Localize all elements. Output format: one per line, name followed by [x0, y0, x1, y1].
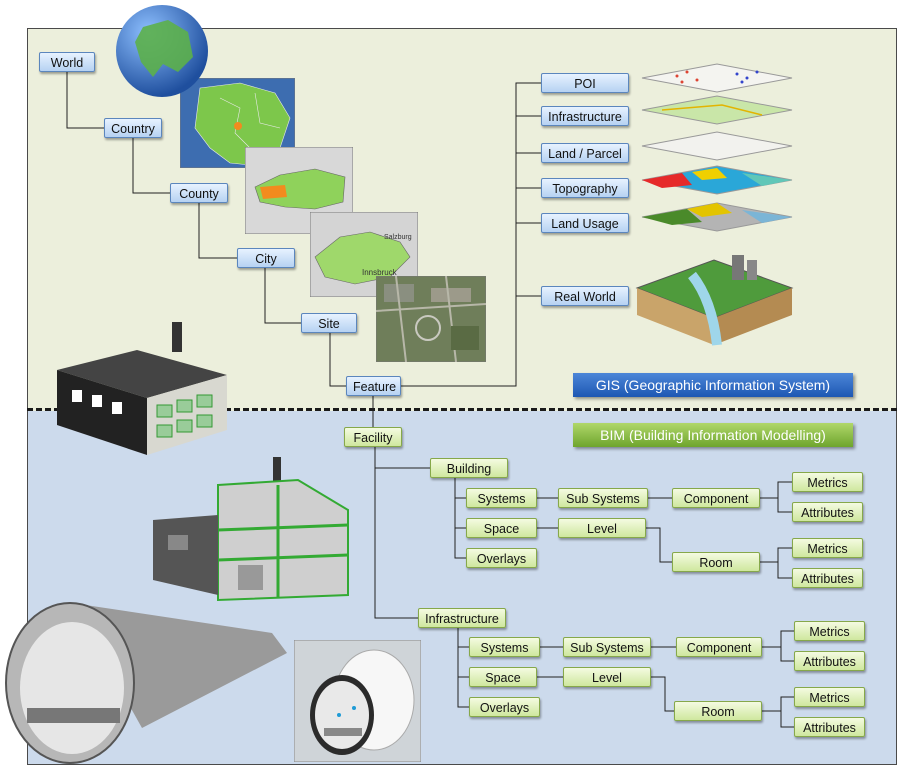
gis-layer-land-parcel[interactable]: Land / Parcel [541, 143, 629, 163]
gis-layer-infrastructure[interactable]: Infrastructure [541, 106, 629, 126]
infrastructure-overlays-node[interactable]: Overlays [469, 697, 540, 717]
gis-layer-land-usage[interactable]: Land Usage [541, 213, 629, 233]
infrastructure-node[interactable]: Infrastructure [418, 608, 506, 628]
building-node[interactable]: Building [430, 458, 508, 478]
gis-layer-stack-image [635, 63, 794, 346]
building-level-node[interactable]: Level [558, 518, 646, 538]
building-room-attributes-node[interactable]: Attributes [792, 568, 863, 588]
building-component-attributes-node[interactable]: Attributes [792, 502, 863, 522]
bim-banner: BIM (Building Information Modelling) [573, 423, 853, 447]
infrastructure-component-attributes-node[interactable]: Attributes [794, 651, 865, 671]
building-room-metrics-node[interactable]: Metrics [792, 538, 863, 558]
gis-layer-real-world[interactable]: Real World [541, 286, 629, 306]
infrastructure-level-node[interactable]: Level [563, 667, 651, 687]
world-node[interactable]: World [39, 52, 95, 72]
building-sub-systems-node[interactable]: Sub Systems [558, 488, 648, 508]
infrastructure-room-metrics-node[interactable]: Metrics [794, 687, 865, 707]
globe-image [116, 5, 208, 97]
building-space-node[interactable]: Space [466, 518, 537, 538]
building-overlays-node[interactable]: Overlays [466, 548, 537, 568]
site-node[interactable]: Site [301, 313, 357, 333]
country-node[interactable]: Country [104, 118, 162, 138]
infrastructure-sub-systems-node[interactable]: Sub Systems [563, 637, 651, 657]
building-systems-node[interactable]: Systems [466, 488, 537, 508]
infrastructure-component-metrics-node[interactable]: Metrics [794, 621, 865, 641]
tunnel-section-image [294, 640, 421, 762]
europe-map-image [180, 78, 295, 168]
infrastructure-component-node[interactable]: Component [676, 637, 762, 657]
building-exterior-image [57, 322, 227, 455]
gis-layer-topography[interactable]: Topography [541, 178, 629, 198]
building-component-metrics-node[interactable]: Metrics [792, 472, 863, 492]
facility-node[interactable]: Facility [344, 427, 402, 447]
salzburg-label: Salzburg [384, 234, 412, 241]
gis-banner: GIS (Geographic Information System) [573, 373, 853, 397]
feature-node[interactable]: Feature [346, 376, 401, 396]
tunnel-3d-image [5, 602, 287, 764]
building-room-node[interactable]: Room [672, 552, 760, 572]
innsbruck-label: Innsbruck [362, 268, 398, 277]
gis-bim-divider [27, 408, 897, 411]
building-cutaway-image [153, 457, 349, 602]
county-node[interactable]: County [170, 183, 228, 203]
building-component-node[interactable]: Component [672, 488, 760, 508]
city-node[interactable]: City [237, 248, 295, 268]
aerial-site-image [376, 276, 486, 362]
infrastructure-room-node[interactable]: Room [674, 701, 762, 721]
infrastructure-room-attributes-node[interactable]: Attributes [794, 717, 865, 737]
infrastructure-space-node[interactable]: Space [469, 667, 537, 687]
infrastructure-systems-node[interactable]: Systems [469, 637, 540, 657]
gis-layer-poi[interactable]: POI [541, 73, 629, 93]
